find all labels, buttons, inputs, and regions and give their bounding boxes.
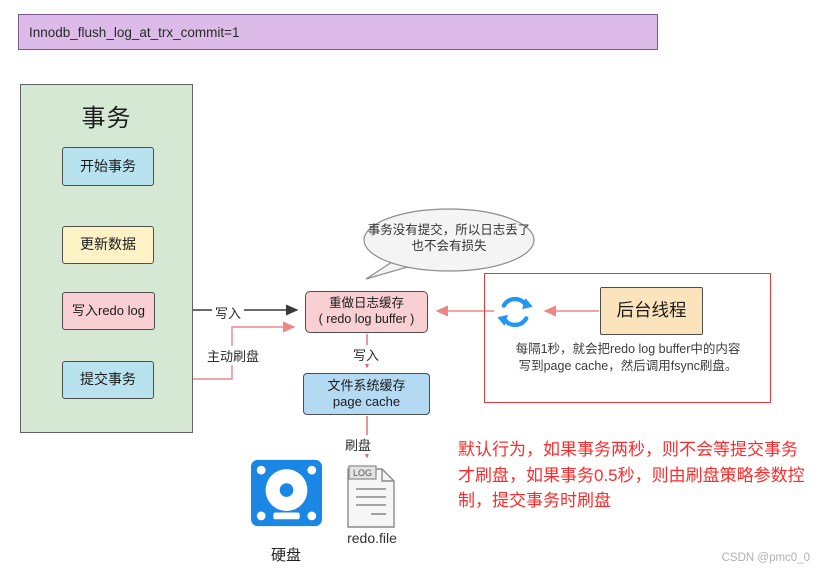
edge-label-write: 写入 [212, 303, 245, 322]
page-cache-title: 文件系统缓存 [327, 377, 406, 393]
behavior-note-line1: 默认行为，如果事务两秒，则不会等提交事务 [458, 440, 798, 459]
log-file-icon: LOG [344, 461, 398, 529]
redo-log-buffer-subtitle: ( redo log buffer ) [318, 312, 415, 326]
step-update-data: 更新数据 [62, 226, 154, 264]
background-thread-panel [484, 273, 771, 403]
edge-label-buffer-write: 写入 [350, 345, 383, 364]
speech-bubble-line2: 也不会有损失 [411, 239, 487, 253]
background-thread-caption-line1: 每隔1秒，就会把redo log buffer中的内容 [515, 342, 741, 356]
background-thread-label: 后台线程 [616, 300, 687, 321]
redo-log-buffer-box: 重做日志缓存 ( redo log buffer ) [305, 291, 428, 333]
behavior-note-line3: 制，提交事务时刷盘 [458, 491, 611, 510]
page-cache-subtitle: page cache [332, 394, 401, 409]
behavior-note: 默认行为，如果事务两秒，则不会等提交事务 才刷盘，如果事务0.5秒，则由刷盘策略… [458, 437, 818, 514]
speech-bubble-text: 事务没有提交，所以日志丢了 也不会有损失 [365, 222, 533, 254]
edge-label-manual-flush: 主动刷盘 [204, 346, 263, 365]
page-cache-box: 文件系统缓存 page cache [303, 373, 430, 415]
log-file-label: redo.file [347, 530, 397, 546]
hard-disk-label: 硬盘 [270, 547, 301, 564]
parameter-banner: Innodb_flush_log_at_trx_commit=1 [18, 14, 658, 50]
hard-disk-icon [250, 458, 323, 528]
step-update-data-label: 更新数据 [80, 236, 136, 253]
step-write-redo-log: 写入redo log [62, 292, 155, 330]
parameter-banner-text: Innodb_flush_log_at_trx_commit=1 [29, 24, 240, 40]
background-thread-caption-line2: 写到page cache，然后调用fsync刷盘。 [518, 359, 738, 373]
step-commit-transaction: 提交事务 [62, 361, 154, 399]
speech-bubble [363, 208, 535, 280]
speech-bubble-line1: 事务没有提交，所以日志丢了 [367, 223, 531, 237]
log-file-badge: LOG [353, 468, 372, 478]
step-start-transaction-label: 开始事务 [80, 157, 136, 174]
step-write-redo-log-label: 写入redo log [72, 302, 145, 318]
edge-label-flush-disk: 刷盘 [342, 435, 375, 454]
transaction-panel-title: 事务 [81, 105, 132, 132]
step-start-transaction: 开始事务 [62, 147, 154, 186]
redo-log-buffer-title: 重做日志缓存 [328, 296, 404, 311]
behavior-note-line2: 才刷盘，如果事务0.5秒，则由刷盘策略参数控 [458, 465, 805, 485]
background-thread-caption: 每隔1秒，就会把redo log buffer中的内容 写到page cache… [498, 341, 758, 375]
watermark: CSDN @pmc0_0 [721, 552, 810, 564]
sync-icon [494, 291, 536, 333]
step-commit-transaction-label: 提交事务 [80, 371, 136, 388]
background-thread-box: 后台线程 [600, 287, 703, 335]
